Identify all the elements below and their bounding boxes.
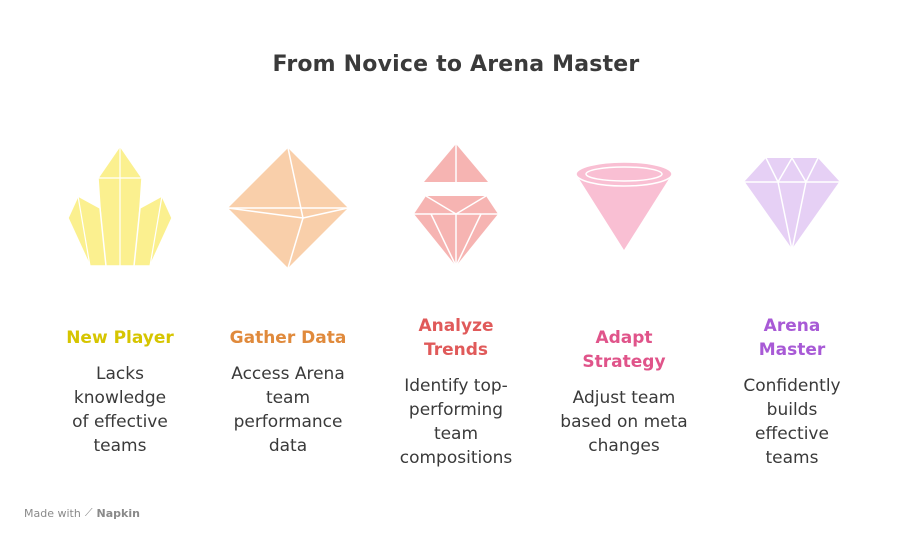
- stage-description: Identify top-performing team composition…: [399, 376, 513, 468]
- stage-arena-master: Arena Master Confidently builds effectiv…: [712, 314, 872, 470]
- diagram-title: From Novice to Arena Master: [272, 52, 640, 77]
- stage-title: Analyze Trends: [418, 316, 494, 360]
- diamond-icon: [722, 138, 862, 278]
- stage-title: Arena Master: [758, 316, 826, 360]
- stage-analyze-trends: Analyze Trends Identify top-performing t…: [376, 314, 536, 470]
- stage-title: Gather Data: [229, 328, 347, 348]
- stage-description: Confidently builds effective teams: [743, 376, 841, 468]
- stage-adapt-strategy: Adapt Strategy Adjust team based on meta…: [544, 326, 704, 458]
- stage-description: Access Arena team performance data: [231, 364, 345, 456]
- octahedron-gem-icon: [218, 138, 358, 278]
- made-with-text: Made with: [24, 506, 81, 520]
- cone-gem-icon: [554, 138, 694, 278]
- stage-description: Lacks knowledge of effective teams: [72, 364, 168, 456]
- stage-gather-data: Gather Data Access Arena team performanc…: [208, 326, 368, 458]
- stage-description: Adjust team based on meta changes: [560, 388, 688, 456]
- napkin-logo-icon: ⟋: [84, 506, 93, 519]
- stage-new-player: New Player Lacks knowledge of effective …: [40, 326, 200, 458]
- crystal-cluster-icon: [50, 138, 190, 278]
- brand-name: Napkin: [96, 506, 140, 520]
- stage-title: Adapt Strategy: [582, 328, 666, 372]
- stage-title: New Player: [66, 328, 174, 348]
- footer-attribution: Made with ⟋ Napkin: [24, 506, 140, 520]
- split-gem-icon: [386, 138, 526, 278]
